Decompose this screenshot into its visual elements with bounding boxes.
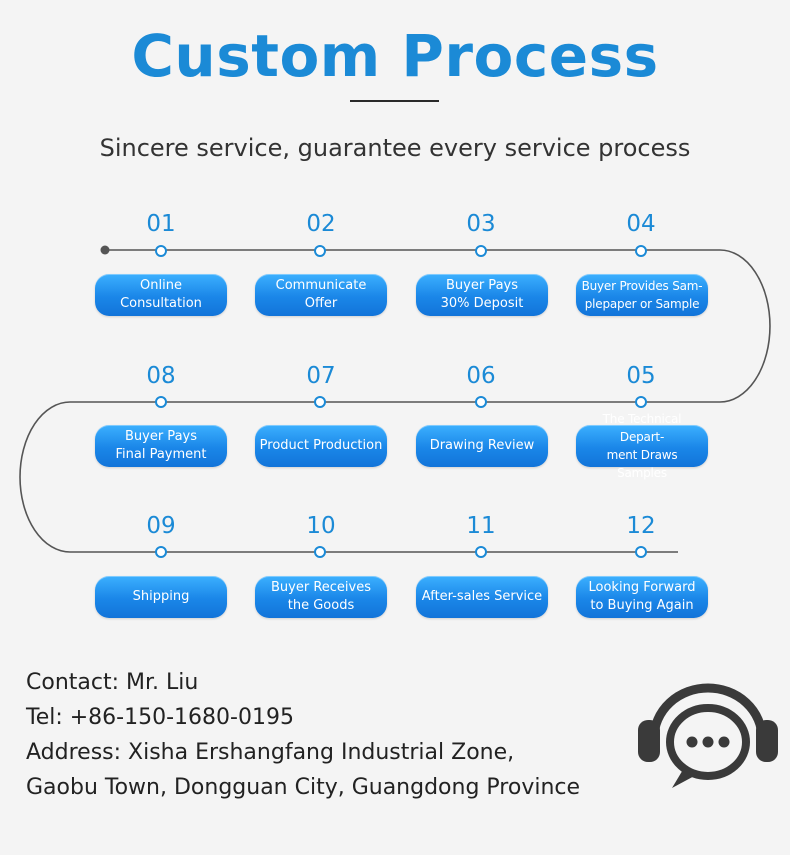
step-number: 08 [146,363,176,389]
contact-address-line2: Gaobu Town, Dongguan City, Guangdong Pro… [26,775,581,800]
step-receive-goods: Buyer Receives the Goods [255,576,387,618]
step-communicate-offer: Communicate Offer [255,274,387,316]
step-number: 05 [626,363,656,389]
step-number: 06 [466,363,496,389]
step-number: 02 [306,211,336,237]
title-divider [350,100,439,102]
step-number: 04 [626,211,656,237]
step-provide-sample: Buyer Provides Sam- plepaper or Sample [576,274,708,316]
step-number: 11 [466,513,496,539]
page-subtitle: Sincere service, guarantee every service… [99,134,691,162]
step-buy-again: Looking Forward to Buying Again [576,576,708,618]
step-after-sales: After-sales Service [416,576,548,618]
step-number: 07 [306,363,336,389]
step-product-production: Product Production [255,425,387,467]
contact-name: Contact: Mr. Liu [26,670,199,695]
step-number: 10 [306,513,336,539]
page-title: Custom Process [131,22,659,90]
contact-tel: Tel: +86-150-1680-0195 [26,705,294,730]
contact-address-line1: Address: Xisha Ershangfang Industrial Zo… [26,740,515,765]
step-drawing-review: Drawing Review [416,425,548,467]
step-draw-samples: The Technical Depart- ment Draws Samples [576,412,708,480]
step-deposit: Buyer Pays 30% Deposit [416,274,548,316]
headset-chat-icon [638,683,778,788]
step-number: 03 [466,211,496,237]
step-number: 12 [626,513,656,539]
step-final-payment: Buyer Pays Final Payment [95,425,227,467]
step-number: 01 [146,211,176,237]
step-number: 09 [146,513,176,539]
step-online-consultation: Online Consultation [95,274,227,316]
step-shipping: Shipping [95,576,227,618]
